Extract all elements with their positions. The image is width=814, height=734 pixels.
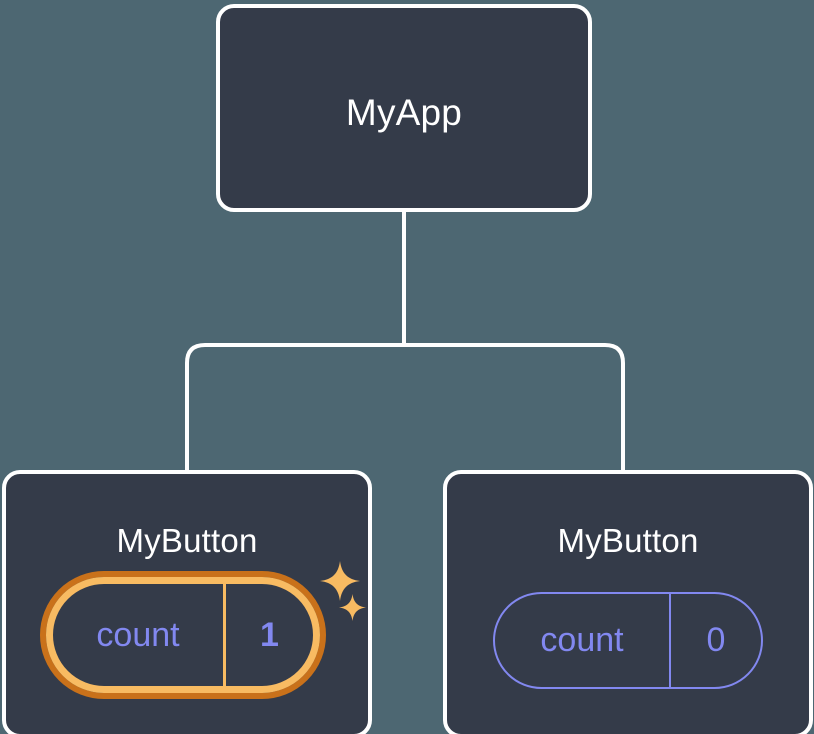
state-pill-key-left: count — [96, 615, 180, 654]
state-pill-count-highlighted[interactable]: count 1 — [40, 571, 326, 699]
node-mybutton-right-title: MyButton — [557, 522, 699, 559]
state-pill-count-plain[interactable]: count 0 — [493, 592, 763, 689]
node-myapp[interactable]: MyApp — [216, 4, 592, 212]
node-mybutton-right[interactable]: MyButton — [443, 470, 813, 734]
node-myapp-title: MyApp — [345, 92, 463, 133]
state-pill-value-right: 0 — [669, 594, 761, 687]
connector-branch — [185, 343, 625, 470]
state-pill-key-right: count — [540, 621, 624, 659]
state-pill-inner-ring: count 1 — [46, 577, 320, 693]
node-mybutton-left-title: MyButton — [116, 522, 258, 559]
state-pill-value-left: 1 — [223, 584, 313, 686]
